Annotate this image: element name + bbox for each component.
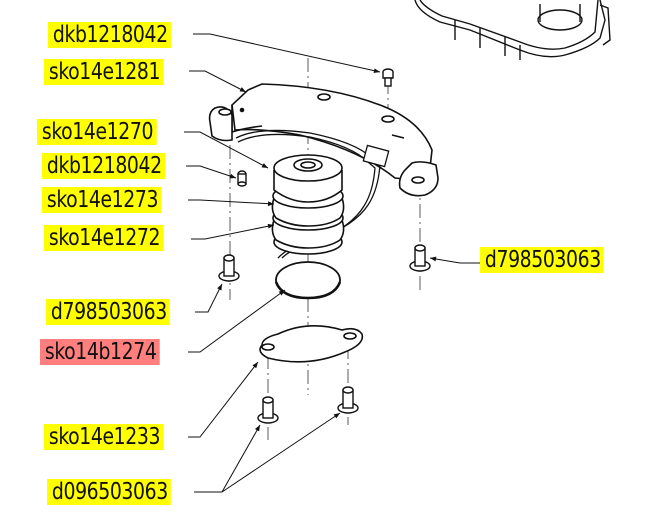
disc-part [274, 261, 342, 300]
gasket-plate-part [259, 325, 364, 363]
callout-d798503063-right[interactable]: d798503063 [480, 247, 605, 273]
bellows-part [271, 154, 345, 255]
callout-sko14e1270[interactable]: sko14e1270 [37, 119, 157, 145]
callout-dkb1218042-mid[interactable]: dkb1218042 [42, 153, 165, 179]
screw-small-left [237, 170, 247, 187]
screw-flange-right [409, 244, 431, 272]
callout-d096503063[interactable]: d096503063 [47, 479, 172, 505]
screw-bottom-left [257, 396, 279, 424]
callout-sko14e1272[interactable]: sko14e1272 [44, 225, 164, 251]
screw-flange-left [218, 254, 240, 282]
callout-sko14e1273[interactable]: sko14e1273 [42, 187, 162, 213]
screw-bottom-right [337, 386, 359, 414]
upper-bracket-part [414, 0, 611, 60]
callout-dkb1218042-top[interactable]: dkb1218042 [48, 22, 171, 48]
callout-d798503063-left[interactable]: d798503063 [46, 299, 171, 325]
screw-top-right [382, 68, 394, 87]
callout-sko14b1274-selected[interactable]: sko14b1274 [40, 339, 160, 365]
leader-lines [184, 33, 480, 493]
callout-sko14e1281[interactable]: sko14e1281 [44, 59, 164, 85]
callout-sko14e1233[interactable]: sko14e1233 [44, 424, 164, 450]
